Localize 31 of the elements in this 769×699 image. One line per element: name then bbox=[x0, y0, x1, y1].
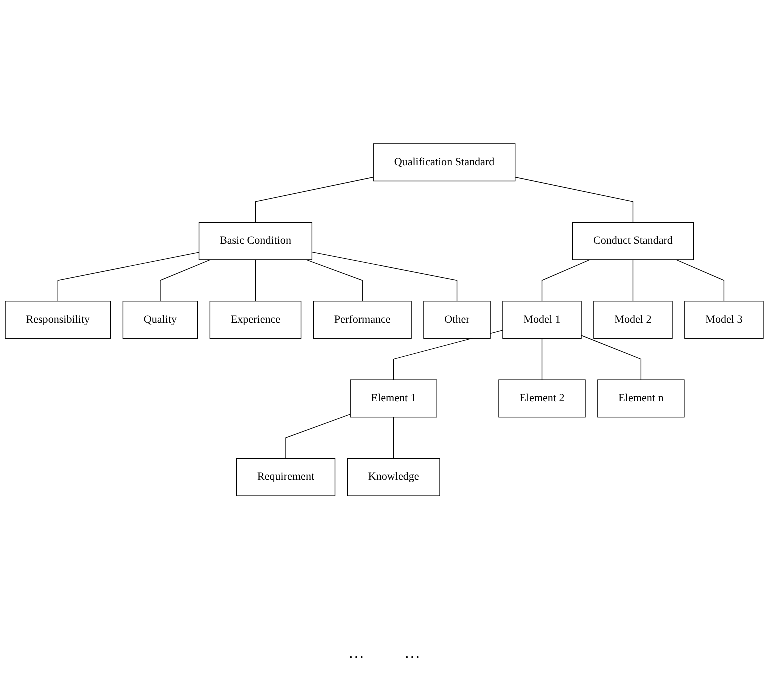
node-box: Other bbox=[424, 301, 491, 339]
connector bbox=[542, 338, 543, 380]
node-box: Quality bbox=[122, 301, 198, 339]
ellipsis-label: … bbox=[404, 645, 420, 663]
connector bbox=[255, 260, 256, 302]
ellipsis-label: … bbox=[348, 645, 364, 663]
node-box: Element n bbox=[598, 380, 685, 418]
connector bbox=[255, 177, 374, 223]
node-box: Model 2 bbox=[594, 301, 673, 339]
node-box: Knowledge bbox=[347, 458, 440, 496]
node-box: Experience bbox=[210, 301, 302, 339]
node-box: Requirement bbox=[236, 458, 336, 496]
node-box: Qualification Standard bbox=[373, 144, 516, 182]
connector bbox=[542, 260, 590, 302]
connector bbox=[306, 260, 363, 302]
node-box: Element 1 bbox=[350, 380, 438, 418]
connector bbox=[581, 335, 642, 380]
connector bbox=[515, 177, 634, 223]
connector bbox=[160, 260, 211, 302]
node-box: Conduct Standard bbox=[572, 222, 694, 260]
node-box: Basic Condition bbox=[198, 222, 313, 260]
connector bbox=[312, 252, 458, 302]
node-box: Performance bbox=[313, 301, 412, 339]
connector bbox=[632, 260, 634, 302]
node-box: Model 1 bbox=[502, 301, 582, 339]
connector bbox=[676, 260, 725, 302]
connector bbox=[286, 414, 351, 460]
node-box: Model 3 bbox=[684, 301, 764, 339]
node-box: Responsibility bbox=[5, 301, 112, 339]
node-box: Element 2 bbox=[498, 380, 586, 418]
connector bbox=[58, 252, 200, 302]
